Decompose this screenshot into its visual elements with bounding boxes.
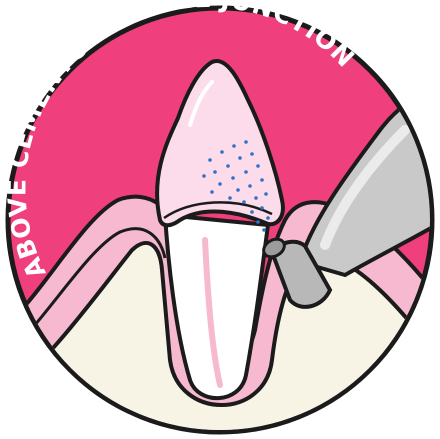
dental-scaling-badge: ABOVE CEMENTO-ENAMEL JUNCTION [0, 0, 440, 439]
